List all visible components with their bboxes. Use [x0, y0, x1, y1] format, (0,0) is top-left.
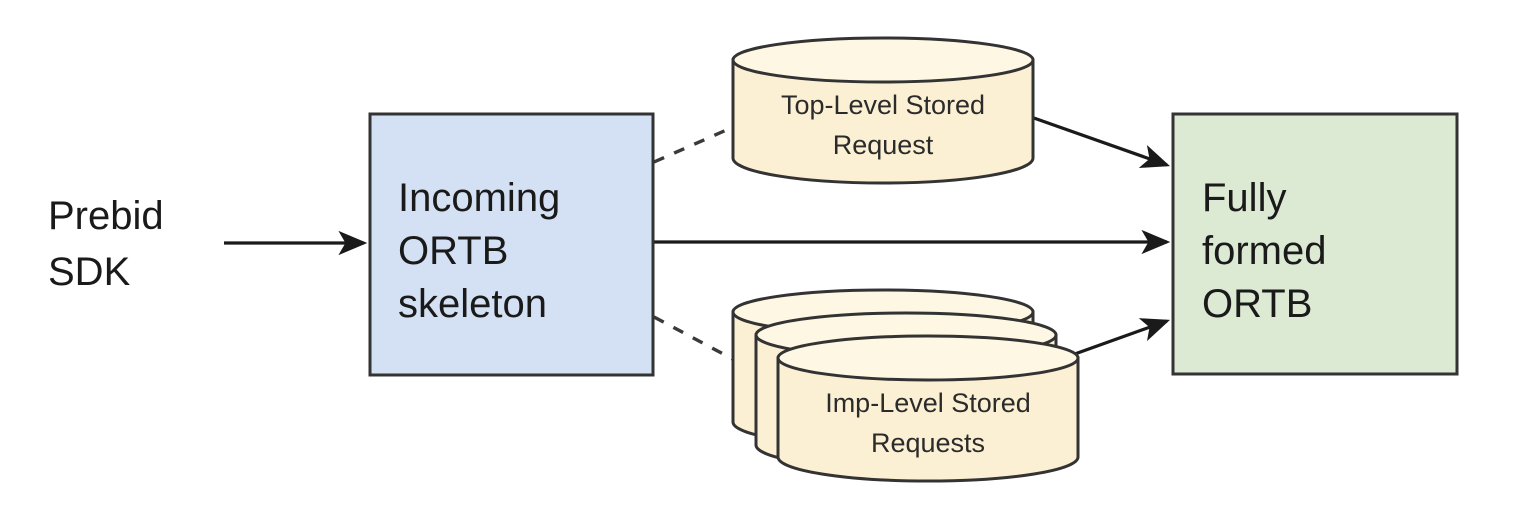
edge-top-level-to-ortb: [1030, 115, 1171, 168]
prebid-sdk-label-line2: SDK: [48, 250, 131, 294]
edge-imp-level-to-ortb: [1071, 318, 1171, 357]
node-prebid-sdk: Prebid SDK: [48, 194, 164, 294]
imp-level-cylinder-front-body[interactable]: [776, 356, 1080, 483]
incoming-ortb-skeleton-label-line1: Incoming: [398, 176, 560, 220]
imp-level-cylinder-front-top: [776, 334, 1080, 382]
top-level-stored-request-label-line2: Request: [833, 130, 934, 160]
incoming-ortb-skeleton-label-line3: skeleton: [398, 282, 547, 326]
top-level-stored-request-label-line1: Top-Level Stored: [781, 90, 985, 120]
edge-skeleton-to-imp-level: [653, 315, 743, 366]
top-level-cylinder-body[interactable]: [731, 58, 1035, 185]
node-incoming-ortb-skeleton[interactable]: Incoming ORTB skeleton: [368, 112, 655, 377]
incoming-ortb-skeleton-label-line2: ORTB: [398, 229, 508, 273]
node-fully-formed-ortb[interactable]: Fully formed ORTB: [1171, 112, 1459, 376]
incoming-ortb-skeleton-box[interactable]: [368, 112, 655, 377]
edge-skeleton-to-top-level: [653, 122, 741, 164]
imp-level-stored-requests-label-line1: Imp-Level Stored: [825, 388, 1031, 418]
top-level-cylinder-top: [731, 36, 1035, 84]
fully-formed-ortb-label-line1: Fully: [1202, 176, 1286, 220]
imp-level-stored-requests-label-line2: Requests: [871, 428, 985, 458]
fully-formed-ortb-label-line2: formed: [1202, 229, 1327, 273]
prebid-sdk-label-line1: Prebid: [48, 194, 164, 238]
node-top-level-stored-request[interactable]: Top-Level Stored Request: [731, 36, 1035, 185]
node-imp-level-stored-requests[interactable]: Imp-Level Stored Requests: [731, 288, 1080, 483]
fully-formed-ortb-box[interactable]: [1171, 112, 1459, 376]
fully-formed-ortb-label-line3: ORTB: [1202, 282, 1312, 326]
